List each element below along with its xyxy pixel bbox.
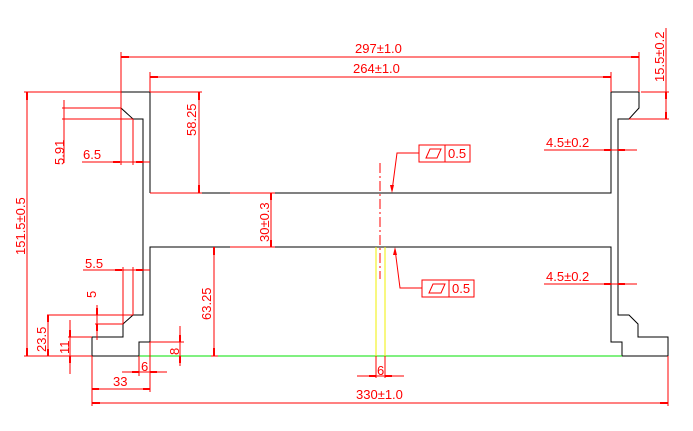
part-outline-outer — [91, 91, 669, 357]
dim-upper-depth: 58.25 — [150, 91, 202, 194]
dim-text: 58.25 — [184, 103, 199, 136]
flatness-callout-bottom: 0.5 — [393, 247, 475, 298]
dim-text: 5.5 — [85, 256, 103, 271]
dim-text: 33 — [113, 374, 127, 389]
dim-height-11: 11 — [57, 320, 92, 374]
dim-text: 6 — [141, 359, 148, 374]
dim-wall-bottom: 5.5 — [83, 256, 150, 324]
dim-lower-depth: 63.25 — [199, 247, 218, 357]
flatness-callout-top: 0.5 — [390, 144, 471, 193]
dim-text: 6 — [377, 363, 384, 378]
dim-height-23-5: 23.5 — [34, 315, 49, 356]
flatness-icon — [425, 148, 442, 159]
dim-web-thickness: 30±0.3 — [230, 192, 275, 248]
dim-right-wall-upper: 4.5±0.2 — [544, 135, 637, 151]
dim-text: 151.5±0.5 — [13, 197, 28, 255]
tolerance-value: 0.5 — [448, 146, 466, 161]
dim-text: 11 — [57, 341, 72, 355]
dim-text: 4.5±0.2 — [546, 269, 589, 284]
dim-text: 5.91 — [52, 140, 67, 165]
dim-wall-top: 6.5 — [82, 147, 150, 163]
dim-flange-height: 15.5±0.2 — [629, 28, 669, 120]
dim-text: 30±0.3 — [257, 202, 272, 242]
dim-text: 330±1.0 — [356, 387, 403, 402]
dim-foot-33: 33 — [92, 374, 150, 390]
dim-text: 4.5±0.2 — [546, 135, 589, 150]
dim-inner-top: 264±1.0 — [149, 61, 612, 92]
dim-foot-6: 6 — [122, 342, 167, 392]
dim-total-height: 151.5±0.5 — [13, 91, 121, 357]
tolerance-value: 0.5 — [452, 281, 470, 296]
dim-chamfer-top: 5.91 — [52, 92, 134, 165]
dim-text: 8 — [167, 348, 182, 355]
dim-foot-8: 8 — [150, 326, 184, 366]
dim-step-5: 5 — [47, 291, 133, 340]
dim-text: 63.25 — [199, 287, 214, 320]
dim-slot-6: 6 — [357, 356, 404, 378]
flatness-icon — [428, 283, 446, 294]
dim-text: 6.5 — [83, 147, 101, 162]
dim-text: 15.5±0.2 — [652, 31, 667, 82]
dim-text: 5 — [84, 291, 99, 298]
dim-overall-top: 297±1.0 — [120, 41, 640, 92]
dim-text: 264±1.0 — [353, 61, 400, 76]
dim-text: 23.5 — [34, 327, 49, 352]
dim-overall-bottom: 330±1.0 — [91, 356, 669, 406]
dim-text: 297±1.0 — [355, 41, 402, 56]
dim-right-wall-lower: 4.5±0.2 — [544, 269, 637, 285]
